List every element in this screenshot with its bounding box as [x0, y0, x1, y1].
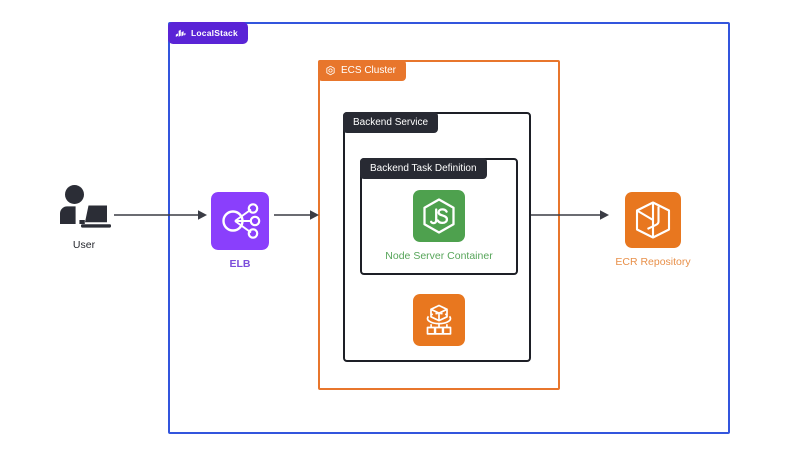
user-at-laptop-icon	[60, 185, 111, 228]
node-ecr-repository: ECR Repository	[608, 192, 698, 268]
elastic-load-balancer-icon	[211, 192, 269, 250]
localstack-logo-icon	[175, 29, 186, 37]
node-ecr-repository-label: ECR Repository	[615, 256, 691, 268]
node-user: User	[42, 184, 126, 251]
node-user-label: User	[72, 239, 96, 251]
nodejs-icon	[413, 190, 465, 242]
node-node-server-container-label: Node Server Container	[385, 250, 493, 262]
localstack-boundary	[168, 22, 730, 434]
node-node-server-container: Node Server Container	[381, 190, 497, 262]
ecs-cluster-boundary-tag: ECS Cluster	[318, 60, 407, 81]
node-elb-label: ELB	[229, 258, 251, 270]
backend-task-definition-boundary-label: Backend Task Definition	[370, 162, 477, 174]
ecs-cluster-boundary	[318, 60, 560, 390]
ecr-repository-icon	[625, 192, 681, 248]
localstack-boundary-tag: LocalStack	[168, 22, 248, 44]
backend-service-boundary-tag: Backend Service	[343, 112, 439, 133]
ecs-cluster-boundary-label: ECS Cluster	[341, 64, 397, 76]
ecs-cluster-icon	[326, 65, 335, 76]
ecs-task-icon	[413, 294, 465, 346]
localstack-boundary-label: LocalStack	[191, 27, 238, 38]
backend-service-boundary-label: Backend Service	[353, 116, 429, 128]
backend-task-definition-boundary-tag: Backend Task Definition	[360, 158, 487, 179]
node-ecs-task	[413, 294, 465, 346]
node-elb: ELB	[206, 192, 274, 270]
